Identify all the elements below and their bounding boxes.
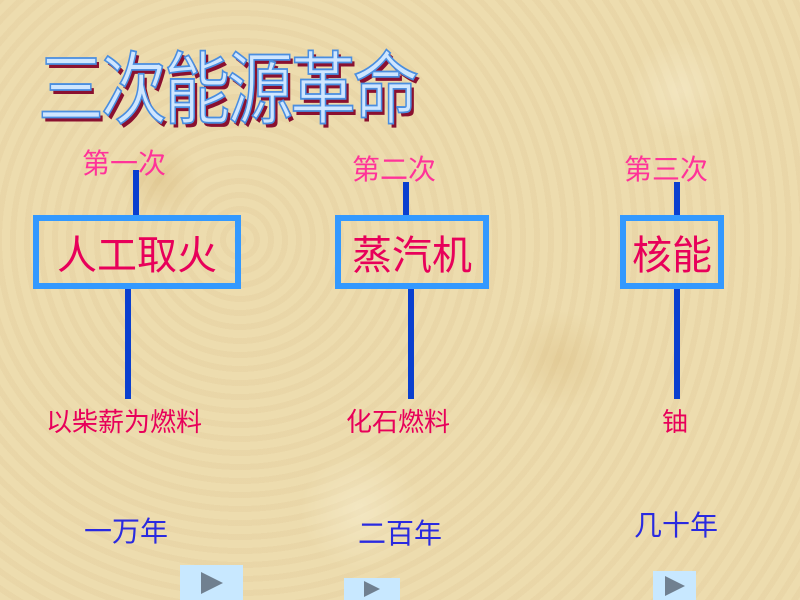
- play-button-3[interactable]: [653, 571, 696, 600]
- connector-line: [674, 182, 680, 216]
- play-button-2[interactable]: [344, 578, 400, 600]
- revolution-box-2: 蒸汽机: [335, 215, 489, 289]
- order-label-2: 第二次: [352, 153, 437, 186]
- play-button-1[interactable]: [180, 565, 243, 600]
- play-icon: [200, 571, 223, 594]
- order-label-3: 第三次: [624, 153, 709, 186]
- revolution-box-1: 人工取火: [33, 215, 241, 289]
- duration-label-1: 一万年: [84, 515, 169, 548]
- fuel-label-1: 以柴薪为燃料: [46, 408, 203, 438]
- connector-line: [125, 289, 131, 399]
- connector-line: [133, 170, 139, 216]
- play-icon: [664, 575, 685, 596]
- fuel-label-3: 铀: [662, 408, 689, 438]
- revolution-box-3: 核能: [620, 215, 724, 289]
- order-label-1: 第一次: [82, 147, 167, 180]
- duration-label-2: 二百年: [358, 517, 443, 550]
- play-icon: [364, 581, 380, 597]
- connector-line: [674, 289, 680, 399]
- connector-line: [408, 289, 414, 399]
- slide-title: 三次能源革命: [37, 43, 420, 137]
- duration-label-3: 几十年: [634, 509, 719, 542]
- fuel-label-2: 化石燃料: [346, 408, 451, 438]
- connector-line: [403, 182, 409, 216]
